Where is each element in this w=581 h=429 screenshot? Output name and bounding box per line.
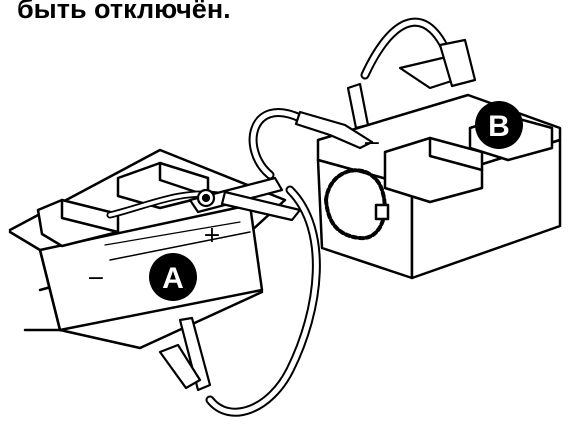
battery-a-badge: A <box>149 253 197 301</box>
battery-b-badge: B <box>475 101 523 149</box>
clamp-on-battery-b-top <box>400 40 475 88</box>
battery-a-minus-sign: − <box>87 266 105 291</box>
clamp-bottom-free <box>160 318 210 390</box>
battery-b-label: B <box>488 110 510 143</box>
battery-a-label: A <box>162 262 184 295</box>
battery-b-minus-sign: − <box>363 131 381 156</box>
battery-a-plus-sign: + <box>203 223 221 248</box>
battery-a <box>10 150 285 348</box>
